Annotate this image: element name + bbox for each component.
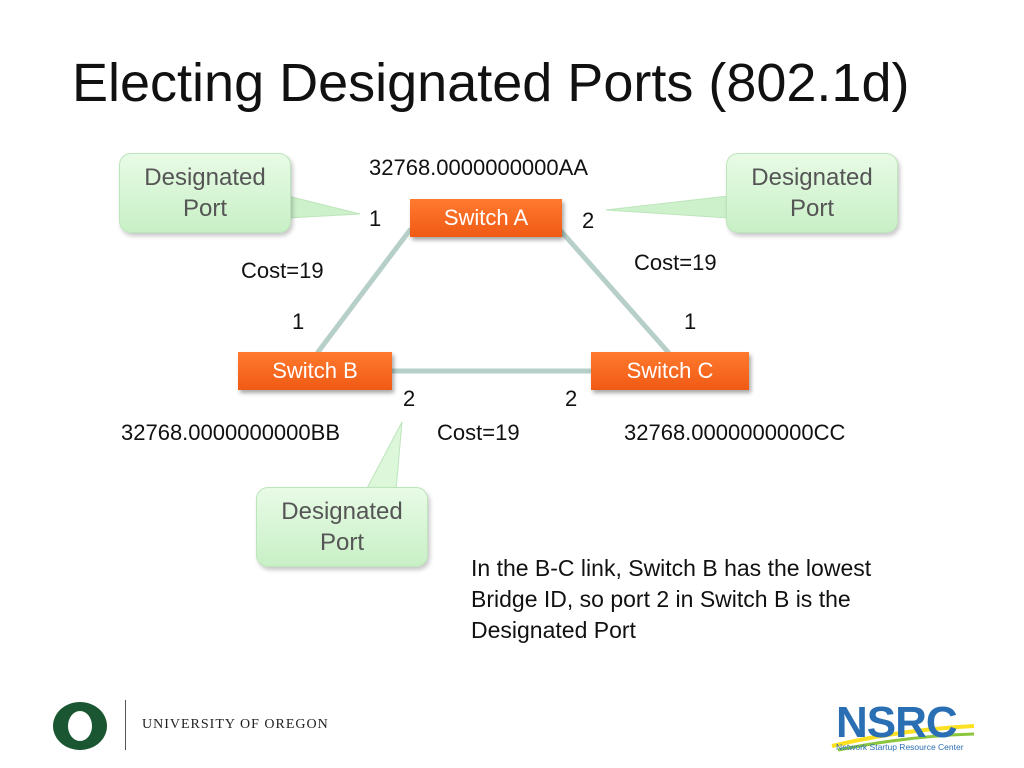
nsrc-wordmark: NSRC xyxy=(836,698,958,747)
callout-line2: Port xyxy=(789,195,834,222)
link-a-b xyxy=(315,227,413,355)
explanation-note: In the B-C link, Switch B has the lowest… xyxy=(471,555,872,643)
designated-port-callout-b2: Designated Port xyxy=(256,487,428,567)
callout-line1: Designated xyxy=(751,164,873,191)
port-c-2: 2 xyxy=(565,386,578,411)
callout-line1: Designated xyxy=(144,164,266,191)
nsrc-swoosh-icon xyxy=(831,724,975,752)
bridge-id-b: 32768.0000000000BB xyxy=(121,420,340,445)
cost-a-b: Cost=19 xyxy=(241,258,324,283)
callout-line2: Port xyxy=(319,529,364,556)
university-name: UNIVERSITY OF OREGON xyxy=(142,717,329,732)
callout-line2: Port xyxy=(182,195,227,222)
port-c-1: 1 xyxy=(684,309,697,334)
university-of-oregon-logo: O xyxy=(50,700,110,752)
link-a-c xyxy=(557,227,671,355)
slide-title: Electing Designated Ports (802.1d) xyxy=(72,53,910,113)
nsrc-tagline: Network Startup Resource Center xyxy=(836,742,964,752)
callout-a-port2-tail xyxy=(605,195,729,219)
bridge-id-a: 32768.0000000000AA xyxy=(369,155,588,180)
switch-a: Switch A xyxy=(410,199,562,237)
callout-b-port2-tail xyxy=(365,421,403,491)
cost-a-c: Cost=19 xyxy=(634,250,717,275)
cost-b-c: Cost=19 xyxy=(437,420,520,445)
switch-b: Switch B xyxy=(238,352,392,390)
designated-port-callout-a2: Designated Port xyxy=(726,153,898,233)
oregon-o-icon xyxy=(53,702,107,750)
port-a-2: 2 xyxy=(582,208,595,233)
port-a-1: 1 xyxy=(369,206,382,231)
callout-line1: Designated xyxy=(281,498,403,525)
port-b-2: 2 xyxy=(403,386,416,411)
switch-c: Switch C xyxy=(591,352,749,390)
designated-port-callout-a1: Designated Port xyxy=(119,153,291,233)
port-b-1: 1 xyxy=(292,309,305,334)
footer-divider xyxy=(125,700,126,750)
bridge-id-c: 32768.0000000000CC xyxy=(624,420,846,445)
callout-a-port1-tail xyxy=(287,195,361,219)
